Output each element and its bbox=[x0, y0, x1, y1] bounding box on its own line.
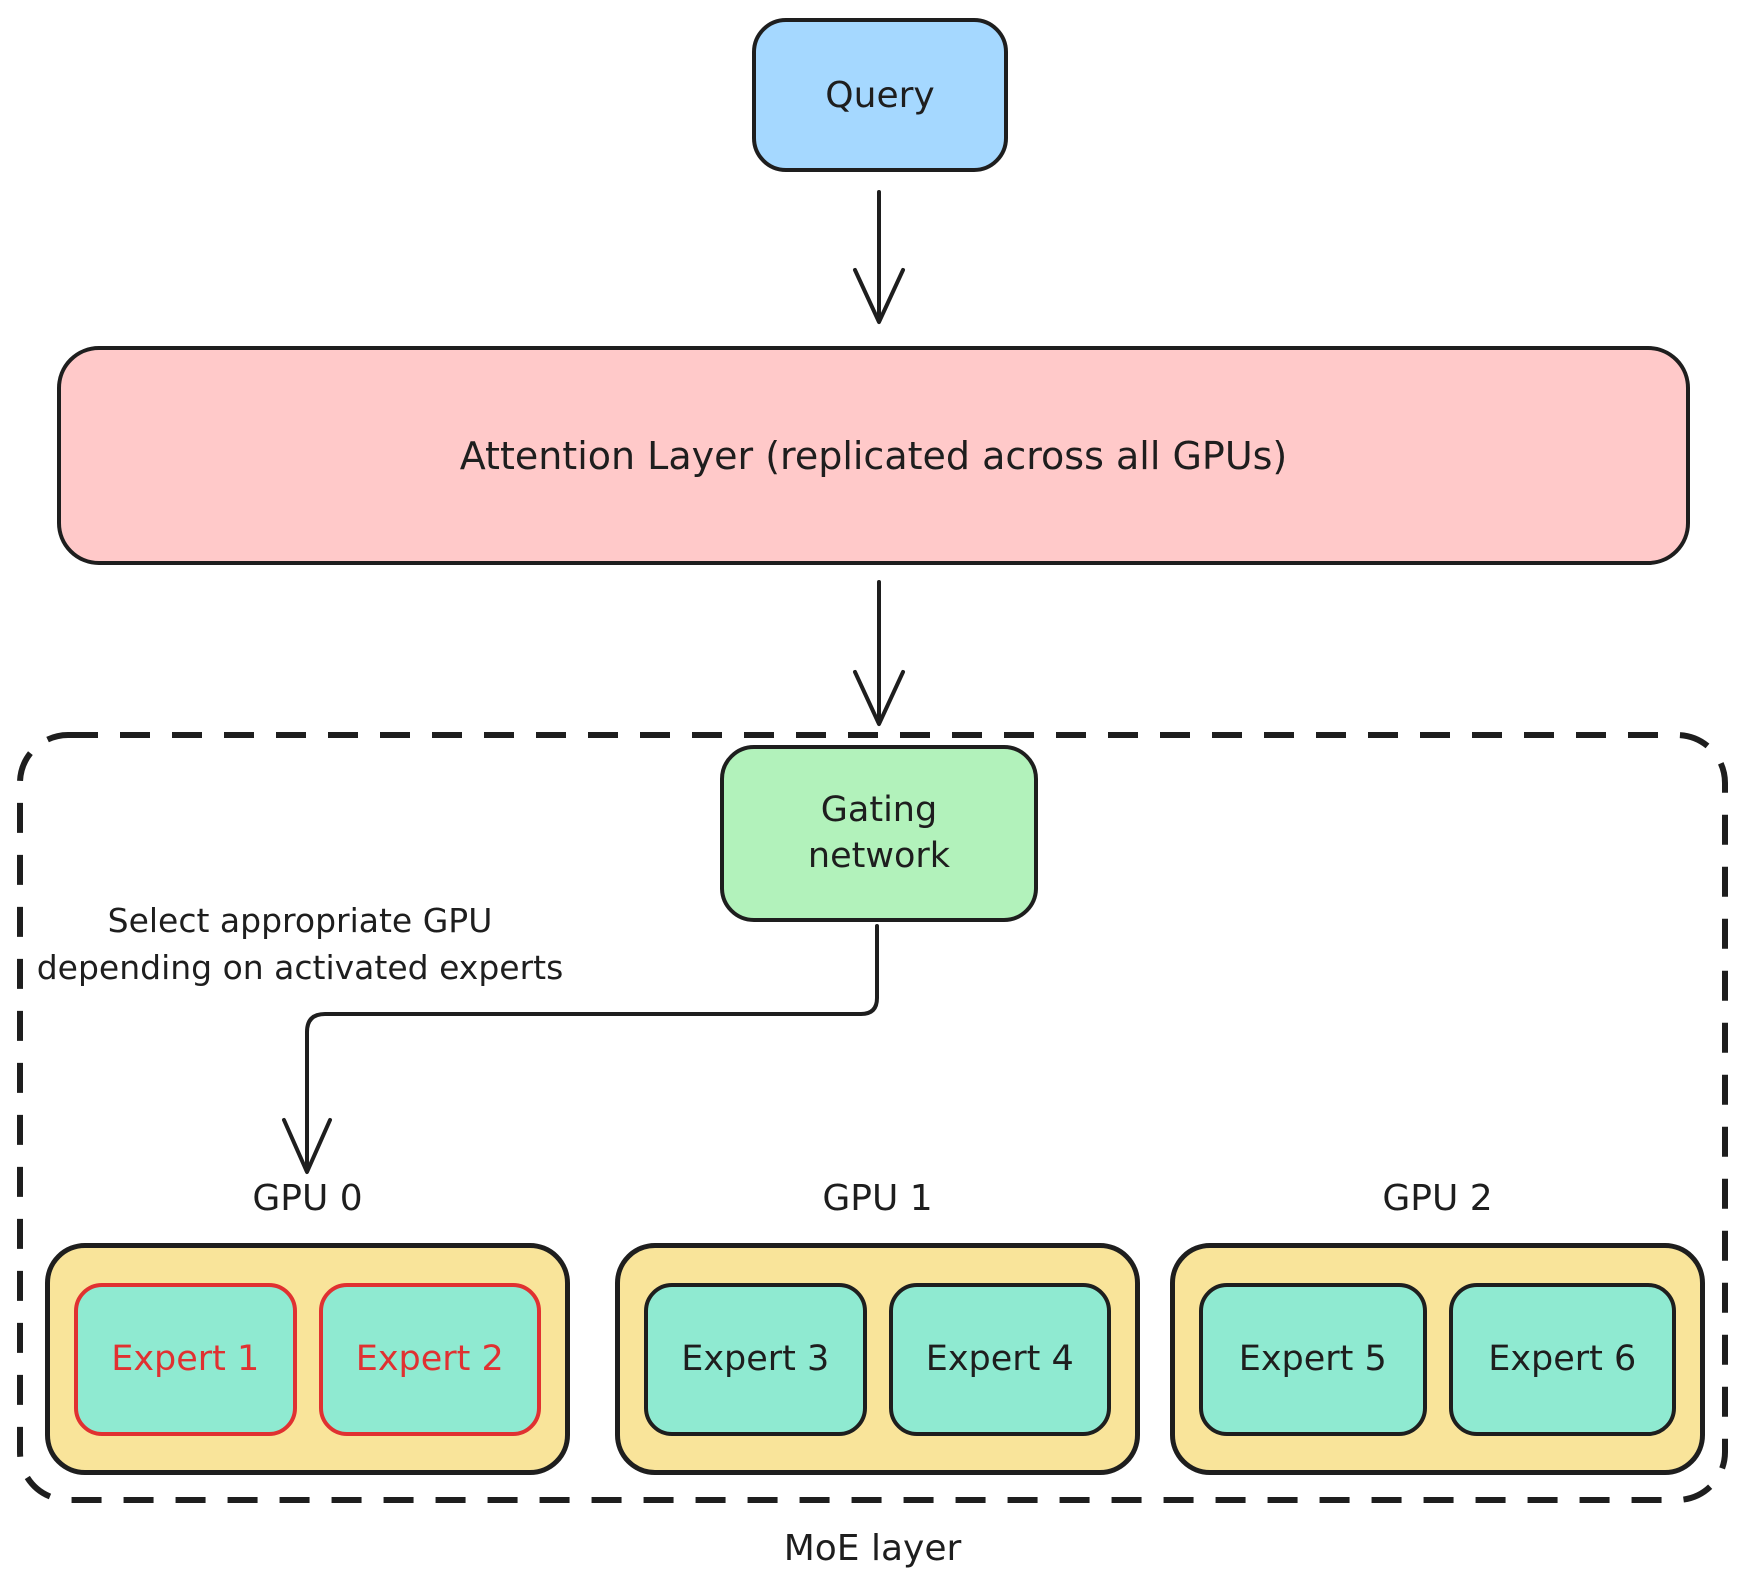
gpu0-label: GPU 0 bbox=[252, 1178, 363, 1219]
attention-layer-box: Attention Layer (replicated across all G… bbox=[57, 346, 1690, 565]
expert-1-label: Expert 1 bbox=[111, 1339, 260, 1379]
expert-2-label: Expert 2 bbox=[355, 1339, 504, 1379]
arrow-attention-to-gating bbox=[853, 580, 905, 726]
attention-layer-label: Attention Layer (replicated across all G… bbox=[459, 433, 1288, 478]
expert-4-box: Expert 4 bbox=[888, 1282, 1111, 1436]
gating-network-box: Gating network bbox=[720, 745, 1038, 922]
expert-3-box: Expert 3 bbox=[644, 1282, 867, 1436]
moe-layer-label: MoE layer bbox=[783, 1528, 962, 1569]
expert-6-label: Expert 6 bbox=[1488, 1339, 1637, 1379]
expert-3-label: Expert 3 bbox=[681, 1339, 830, 1379]
expert-1-box: Expert 1 bbox=[74, 1282, 297, 1436]
gpu2-group: Expert 5 Expert 6 bbox=[1170, 1243, 1705, 1475]
gpu1-label: GPU 1 bbox=[822, 1178, 933, 1219]
expert-5-label: Expert 5 bbox=[1238, 1339, 1387, 1379]
expert-5-box: Expert 5 bbox=[1199, 1282, 1427, 1436]
gating-network-label: Gating network bbox=[807, 790, 951, 876]
gpu1-group: Expert 3 Expert 4 bbox=[615, 1243, 1140, 1475]
gpu2-label: GPU 2 bbox=[1382, 1178, 1493, 1219]
query-label: Query bbox=[825, 74, 935, 116]
expert-2-box: Expert 2 bbox=[318, 1282, 541, 1436]
annotation-select-gpu: Select appropriate GPU depending on acti… bbox=[36, 901, 564, 987]
expert-4-label: Expert 4 bbox=[925, 1339, 1074, 1379]
query-box: Query bbox=[752, 18, 1008, 172]
arrow-query-to-attention bbox=[853, 190, 905, 324]
expert-6-box: Expert 6 bbox=[1448, 1282, 1676, 1436]
gpu0-group: Expert 1 Expert 2 bbox=[45, 1243, 570, 1475]
